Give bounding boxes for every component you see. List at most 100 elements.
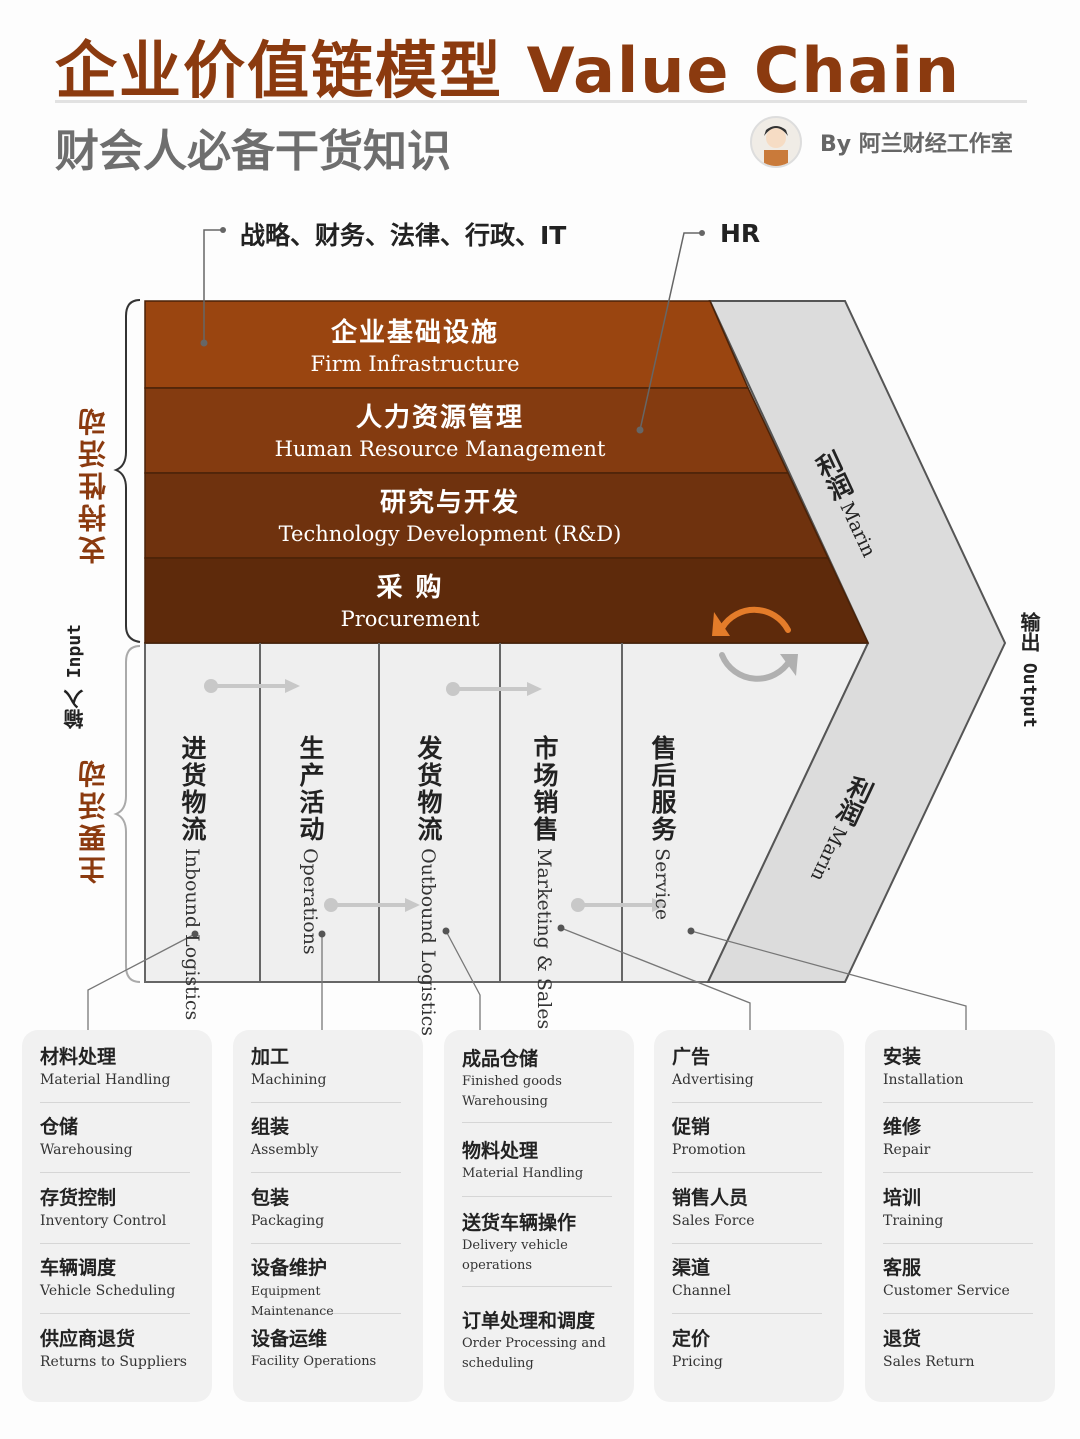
support-en: Human Resource Management (274, 437, 606, 461)
primary-service: 售后服务 Service (644, 735, 680, 935)
item-en: Returns to Suppliers (40, 1354, 187, 1370)
list-item: 定价 Pricing (672, 1326, 822, 1384)
callout-line (200, 227, 705, 434)
item-cn: 车辆调度 (40, 1257, 117, 1279)
item-cn: 设备运维 (251, 1328, 328, 1350)
support-firm-infrastructure: 企业基础设施 Firm Infrastructure (145, 316, 685, 378)
item-cn: 成品仓储 (462, 1048, 539, 1070)
list-item: 车辆调度 Vehicle Scheduling (40, 1255, 190, 1314)
flow-arrow-icon (204, 679, 667, 912)
item-en: Machining (251, 1072, 327, 1088)
item-cn: 订单处理和调度 (462, 1310, 596, 1332)
primary-inbound-logistics: 进货物流 Inbound Logistics (174, 735, 210, 1020)
primary-activities-label: 主要活动 (77, 756, 110, 884)
item-en: Vehicle Scheduling (40, 1283, 176, 1299)
primary-en: Service (651, 848, 673, 921)
item-cn: 维修 (883, 1116, 922, 1138)
item-en: Assembly (251, 1142, 319, 1158)
item-cn: 安装 (883, 1046, 922, 1068)
item-en: Equipment Maintenance (251, 1283, 334, 1318)
item-en: Channel (672, 1283, 731, 1299)
primary-outbound-logistics: 发货物流 Outbound Logistics (410, 735, 446, 1036)
primary-cn: 进货物流 (178, 735, 207, 843)
primary-marketing-sales: 市场销售 Marketing & Sales (526, 735, 562, 1029)
callout-line (87, 924, 967, 1030)
avatar (750, 116, 802, 168)
item-en: Material Handling (40, 1072, 171, 1088)
primary-en: Inbound Logistics (181, 848, 203, 1021)
item-en: Pricing (672, 1354, 723, 1370)
item-cn: 定价 (672, 1328, 711, 1350)
list-item: 广告 Advertising (672, 1044, 822, 1103)
support-hrm: 人力资源管理 Human Resource Management (145, 401, 735, 463)
support-brace (113, 299, 141, 643)
support-cn: 人力资源管理 (355, 403, 524, 433)
item-cn: 送货车辆操作 (462, 1212, 577, 1234)
item-cn: 广告 (672, 1046, 711, 1068)
item-cn: 加工 (251, 1046, 290, 1068)
output-label-en: Output (1019, 662, 1040, 728)
item-cn: 客服 (883, 1257, 922, 1279)
item-cn: 退货 (883, 1328, 922, 1350)
list-item: 渠道 Channel (672, 1255, 822, 1314)
title-divider (55, 100, 1027, 103)
primary-cn: 市场销售 (530, 735, 559, 843)
input-label: 输入 Input (63, 624, 87, 730)
callout-note-hr: HR (720, 219, 761, 248)
callout-note-strategy: 战略、财务、法律、行政、IT (240, 221, 567, 250)
item-en: Material Handling (462, 1166, 584, 1181)
list-item: 仓储 Warehousing (40, 1114, 190, 1173)
input-label-cn: 输入 (63, 689, 87, 730)
page-title: 企业价值链模型 Value Chain (55, 34, 961, 107)
item-cn: 组装 (251, 1116, 290, 1138)
support-activities-label: 支持性活动 (77, 404, 110, 564)
author-credit: By 阿兰财经工作室 (820, 132, 1013, 157)
list-item: 安装 Installation (883, 1044, 1033, 1103)
support-rnd: 研究与开发 Technology Development (R&D) (145, 486, 755, 548)
list-item: 退货 Sales Return (883, 1326, 1033, 1384)
item-en: Advertising (672, 1072, 754, 1088)
item-en: Repair (883, 1142, 931, 1158)
item-en: Sales Return (883, 1354, 975, 1370)
page-subtitle: 财会人必备干货知识 (55, 126, 451, 177)
input-label-en: Input (64, 624, 85, 679)
support-en: Technology Development (R&D) (278, 522, 622, 546)
item-en: Training (883, 1213, 944, 1229)
list-item: 加工 Machining (251, 1044, 401, 1103)
item-cn: 渠道 (672, 1257, 711, 1279)
item-cn: 仓储 (40, 1116, 79, 1138)
item-en: Installation (883, 1072, 964, 1088)
item-cn: 设备维护 (251, 1257, 328, 1279)
list-item: 维修 Repair (883, 1114, 1033, 1173)
list-item: 供应商退货 Returns to Suppliers (40, 1326, 190, 1384)
primary-operations: 生产活动 Operations (292, 735, 328, 955)
list-item: 设备维护 Equipment Maintenance (251, 1255, 401, 1318)
item-en: Finished goods Warehousing (462, 1074, 562, 1109)
primary-en: Operations (299, 848, 321, 955)
output-label-cn: 输出 (1017, 612, 1041, 652)
item-cn: 供应商退货 (40, 1328, 136, 1350)
primary-en: Marketing & Sales (533, 848, 555, 1030)
item-en: Warehousing (40, 1142, 133, 1158)
output-label: 输出 Output (1017, 612, 1041, 728)
support-en: Procurement (340, 607, 480, 631)
item-cn: 包装 (251, 1187, 290, 1209)
support-cn: 企业基础设施 (330, 318, 499, 348)
support-row-procurement (144, 557, 870, 644)
support-procurement: 采 购 Procurement (145, 571, 675, 633)
